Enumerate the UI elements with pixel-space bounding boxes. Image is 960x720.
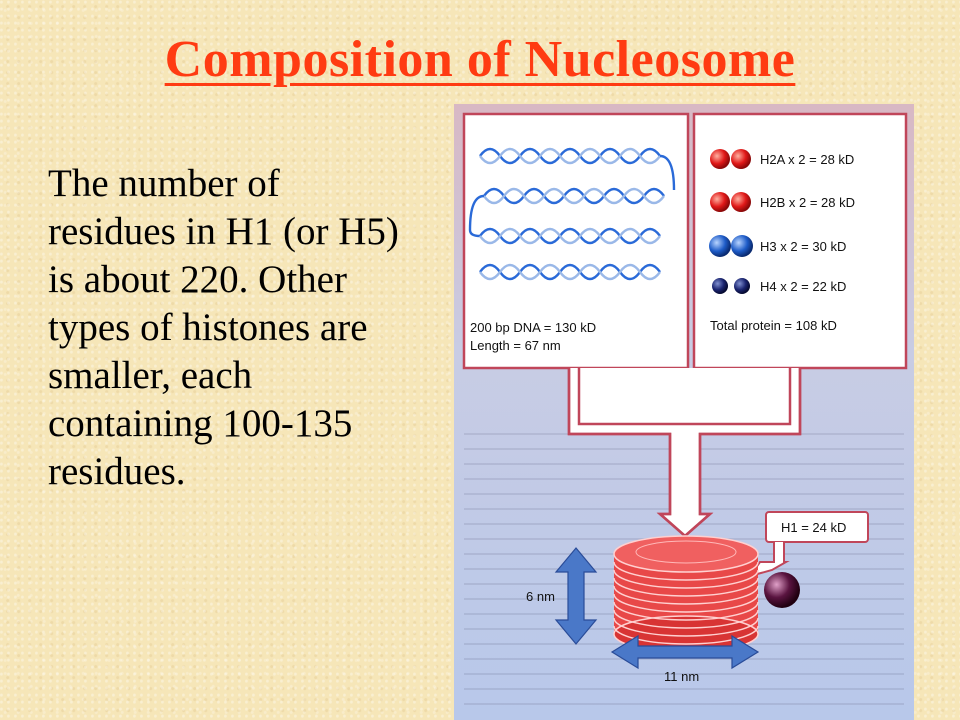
slide-title: Composition of Nucleosome — [164, 31, 796, 88]
h3-sphere-1 — [709, 235, 731, 257]
h1-label: H1 = 24 kD — [781, 520, 846, 535]
h4-sphere-1 — [712, 278, 728, 294]
h2b-label: H2B x 2 = 28 kD — [760, 195, 855, 210]
width-label: 11 nm — [664, 669, 699, 684]
nucleosome-core — [613, 535, 759, 653]
height-label: 6 nm — [526, 589, 555, 604]
h4-sphere-2 — [734, 278, 750, 294]
nucleosome-diagram: 200 bp DNA = 130 kD Length = 67 nm H2A x… — [454, 104, 914, 720]
body-text: The number of residues in H1 (or H5) is … — [48, 162, 399, 493]
nucleosome-figure: 200 bp DNA = 130 kD Length = 67 nm H2A x… — [454, 104, 914, 720]
total-protein-label: Total protein = 108 kD — [710, 318, 837, 333]
h2a-sphere-1 — [710, 149, 730, 169]
merge-arrow-inner — [577, 368, 792, 426]
h3-label: H3 x 2 = 30 kD — [760, 239, 846, 254]
h3-sphere-2 — [731, 235, 753, 257]
h4-label: H4 x 2 = 22 kD — [760, 279, 846, 294]
h1-pointer-arrow — [747, 542, 790, 578]
h1-sphere — [764, 572, 800, 608]
h2a-sphere-2 — [731, 149, 751, 169]
height-arrow — [554, 547, 598, 645]
h2a-label: H2A x 2 = 28 kD — [760, 152, 854, 167]
h1-label-box — [765, 511, 869, 543]
width-arrow — [610, 634, 760, 670]
dna-length-label: Length = 67 nm — [470, 338, 561, 353]
dna-helix — [468, 147, 676, 281]
h2b-sphere-2 — [731, 192, 751, 212]
dna-mass-label: 200 bp DNA = 130 kD — [470, 320, 596, 335]
h2b-sphere-1 — [710, 192, 730, 212]
